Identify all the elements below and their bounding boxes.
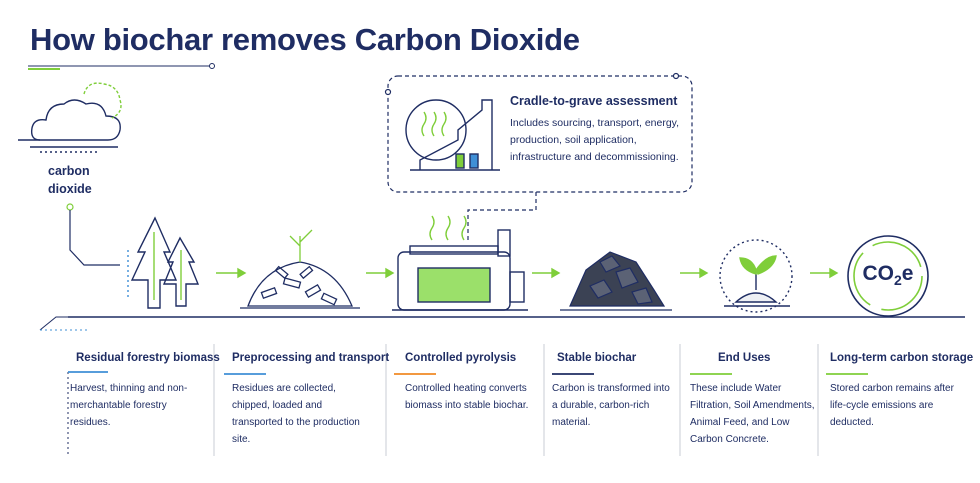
step-title: Preprocessing and transport — [232, 352, 390, 364]
step-title: Controlled pyrolysis — [405, 352, 517, 364]
co2e-main: CO — [862, 262, 895, 285]
step-desc: These include Water Filtration, Soil Ame… — [690, 383, 815, 445]
step-desc: Residues are collected, chipped, loaded … — [232, 383, 360, 445]
process-baseline — [39, 316, 965, 331]
co2e-tail: e — [901, 262, 914, 285]
co2e-storage-icon — [847, 235, 929, 317]
forest-trees-icon — [127, 216, 200, 309]
step-title: Stable biochar — [557, 352, 637, 364]
co2e-subscript: 2 — [894, 272, 902, 288]
wood-chips-icon — [240, 229, 360, 309]
column-dividers — [67, 344, 868, 456]
step-title: Residual forestry biomass — [76, 352, 220, 364]
callout-body: Includes sourcing, transport, energy, pr… — [510, 117, 680, 163]
title-underline — [28, 63, 215, 70]
step-title: End Uses — [718, 352, 771, 364]
step-desc: Harvest, thinning and non-merchantable f… — [70, 383, 188, 428]
factory-icon — [405, 99, 500, 171]
pyrolysis-reactor-icon — [392, 215, 528, 311]
connector-cloud-tree — [66, 203, 120, 266]
page-title: How biochar removes Carbon Dioxide — [30, 22, 580, 57]
step-residual-forestry: Residual forestry biomass — [76, 352, 220, 364]
step-long-term-storage: Long-term carbon storage — [830, 352, 973, 364]
step-desc: Stored carbon remains after life-cycle e… — [830, 383, 954, 428]
step-pyrolysis: Controlled pyrolysis — [405, 352, 516, 364]
flow-arrows — [216, 267, 839, 279]
co2e-label: CO2e — [858, 262, 918, 288]
step-desc: Controlled heating converts biomass into… — [405, 383, 529, 411]
callout-box — [384, 72, 693, 240]
step-stable-biochar: Stable biochar — [557, 352, 636, 364]
plant-sprout-icon — [719, 239, 793, 313]
step-desc: Carbon is transformed into a durable, ca… — [552, 383, 670, 428]
callout-title: Cradle-to-grave assessment — [510, 94, 678, 108]
step-end-uses: End Uses — [718, 352, 770, 364]
step-preprocessing: Preprocessing and transport — [232, 352, 389, 364]
biochar-pile-icon — [560, 251, 672, 311]
carbon-dioxide-label: carbon dioxide — [48, 164, 92, 196]
cloud-icon — [18, 82, 122, 153]
step-title: Long-term carbon storage — [830, 352, 974, 364]
